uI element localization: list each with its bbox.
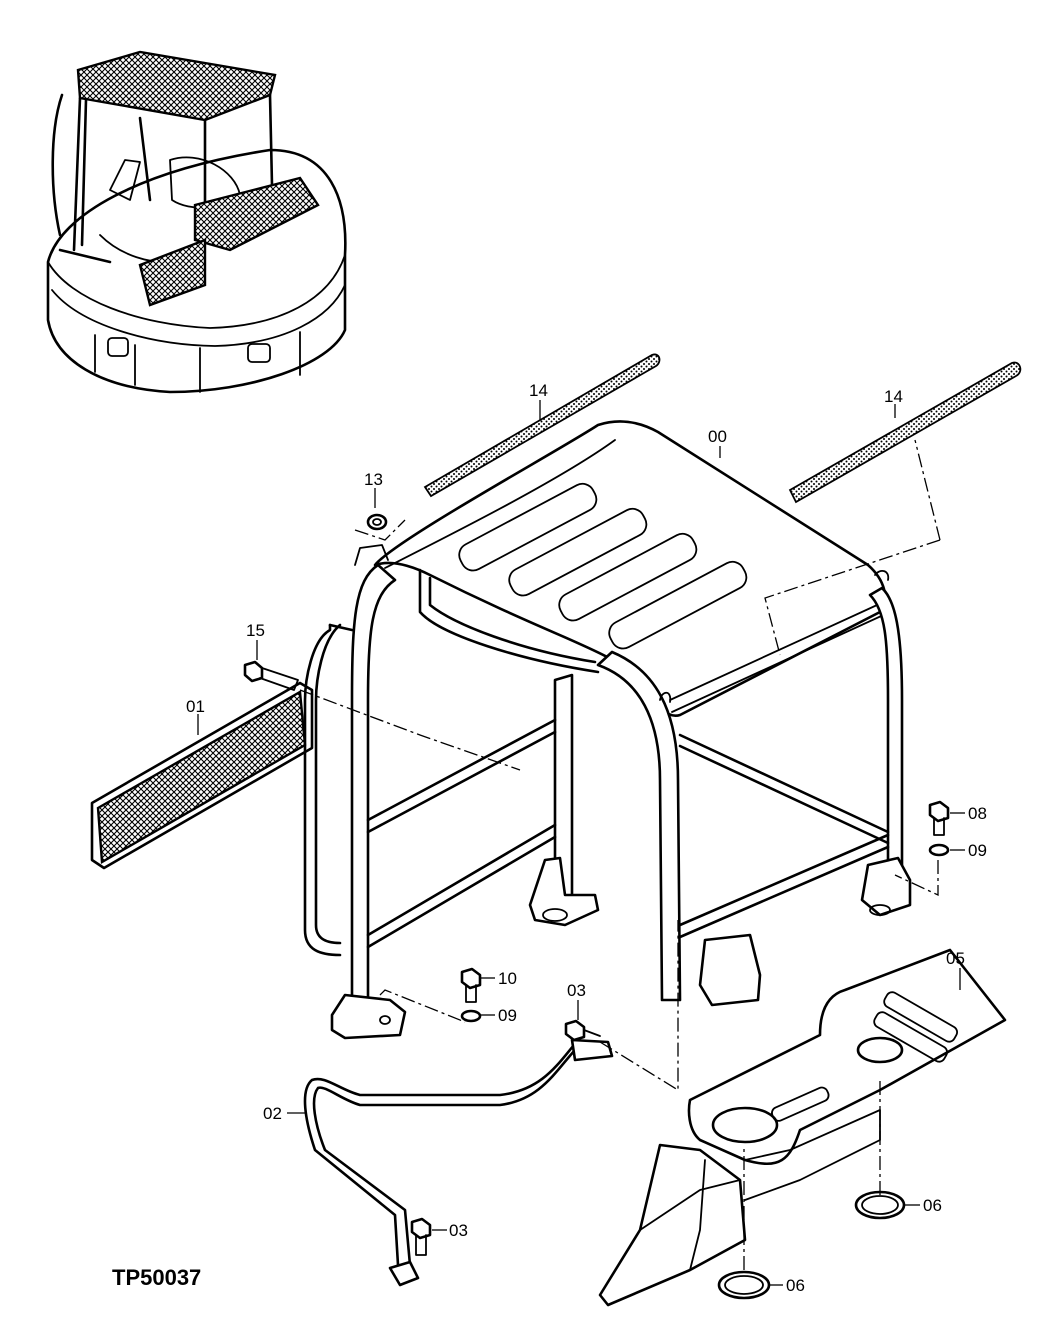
leaders (197, 400, 965, 1286)
callout-13: 13 (364, 470, 383, 489)
callout-03-lower: 03 (449, 1221, 468, 1240)
rubber-strips (423, 353, 1022, 504)
drawing-number: TP50037 (112, 1265, 201, 1290)
callout-06-bottom: 06 (786, 1276, 805, 1295)
floor-plate (598, 948, 1007, 1307)
callout-02: 02 (263, 1104, 282, 1123)
fasteners (243, 513, 950, 1256)
machine-overview-inset (46, 50, 347, 394)
callout-14-right: 14 (884, 387, 903, 406)
canopy-frame (330, 420, 912, 1040)
callout-06-right: 06 (923, 1196, 942, 1215)
callout-00: 00 (708, 427, 727, 446)
callout-labels: 00 01 02 03 03 05 06 06 08 09 09 10 13 1… (186, 381, 987, 1295)
callout-09-middle: 09 (498, 1006, 517, 1025)
callout-03-upper: 03 (567, 981, 586, 1000)
callout-10: 10 (498, 969, 517, 988)
assembly-lines (299, 439, 941, 1270)
callout-05: 05 (946, 949, 965, 968)
handrail (303, 623, 354, 957)
ground-cable (303, 1036, 614, 1287)
callout-14-left: 14 (529, 381, 548, 400)
callout-08: 08 (968, 804, 987, 823)
callout-15: 15 (246, 621, 265, 640)
callout-09-right: 09 (968, 841, 987, 860)
callout-01: 01 (186, 697, 205, 716)
